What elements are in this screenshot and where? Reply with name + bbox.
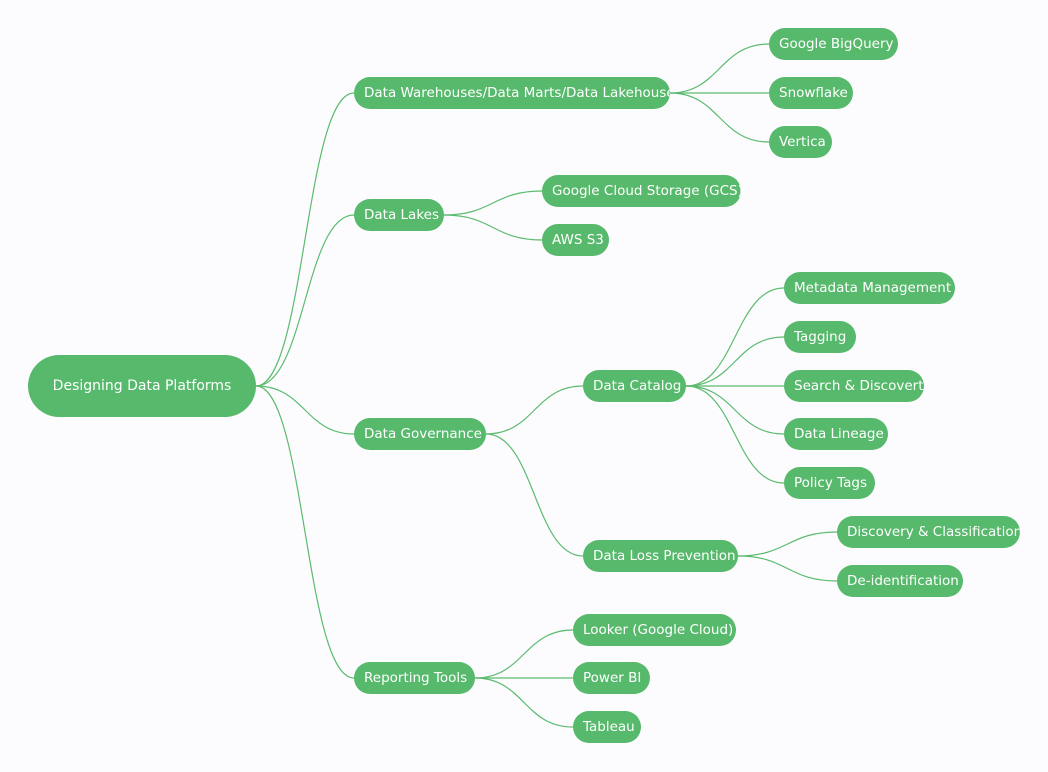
node-power-bi[interactable]: Power BI	[573, 662, 650, 694]
node-snowflake[interactable]: Snowflake	[769, 77, 853, 109]
connector-line	[485, 385, 584, 435]
branch-reporting-tools[interactable]: Reporting Tools	[354, 662, 475, 694]
connector-line	[443, 190, 543, 216]
connector-line	[685, 336, 785, 387]
node-google-cloud-storage[interactable]: Google Cloud Storage (GCS)	[542, 175, 741, 207]
branch-data-lakes[interactable]: Data Lakes	[354, 199, 444, 231]
connector-line	[474, 629, 574, 679]
connector-line	[737, 555, 838, 582]
branch-data-warehouses[interactable]: Data Warehouses/Data Marts/Data Lakehous…	[354, 77, 670, 109]
connector-line	[474, 677, 574, 728]
node-tableau[interactable]: Tableau	[573, 711, 641, 743]
node-data-loss-prevention[interactable]: Data Loss Prevention	[583, 540, 738, 572]
root-node[interactable]: Designing Data Platforms	[28, 355, 256, 417]
node-policy-tags[interactable]: Policy Tags	[784, 467, 875, 499]
connector-line	[255, 385, 355, 435]
connector-line	[255, 214, 355, 387]
connector-line	[685, 385, 785, 435]
connector-line	[685, 287, 785, 387]
node-discovery-classification[interactable]: Discovery & Classification	[837, 516, 1020, 548]
node-looker[interactable]: Looker (Google Cloud)	[573, 614, 736, 646]
branch-data-governance[interactable]: Data Governance	[354, 418, 486, 450]
connector-line	[485, 433, 584, 557]
node-vertica[interactable]: Vertica	[769, 126, 832, 158]
node-data-lineage[interactable]: Data Lineage	[784, 418, 888, 450]
connector-line	[255, 92, 355, 387]
node-google-bigquery[interactable]: Google BigQuery	[769, 28, 898, 60]
connector-line	[669, 43, 770, 94]
node-search-discovert[interactable]: Search & Discovert	[784, 370, 924, 402]
node-aws-s3[interactable]: AWS S3	[542, 224, 609, 256]
connector-line	[685, 385, 785, 484]
node-tagging[interactable]: Tagging	[784, 321, 856, 353]
node-data-catalog[interactable]: Data Catalog	[583, 370, 686, 402]
connector-line	[669, 92, 770, 143]
connector-line	[255, 385, 355, 679]
node-de-identification[interactable]: De-identification	[837, 565, 963, 597]
connector-line	[737, 531, 838, 557]
node-metadata-management[interactable]: Metadata Management	[784, 272, 955, 304]
connector-line	[443, 214, 543, 241]
